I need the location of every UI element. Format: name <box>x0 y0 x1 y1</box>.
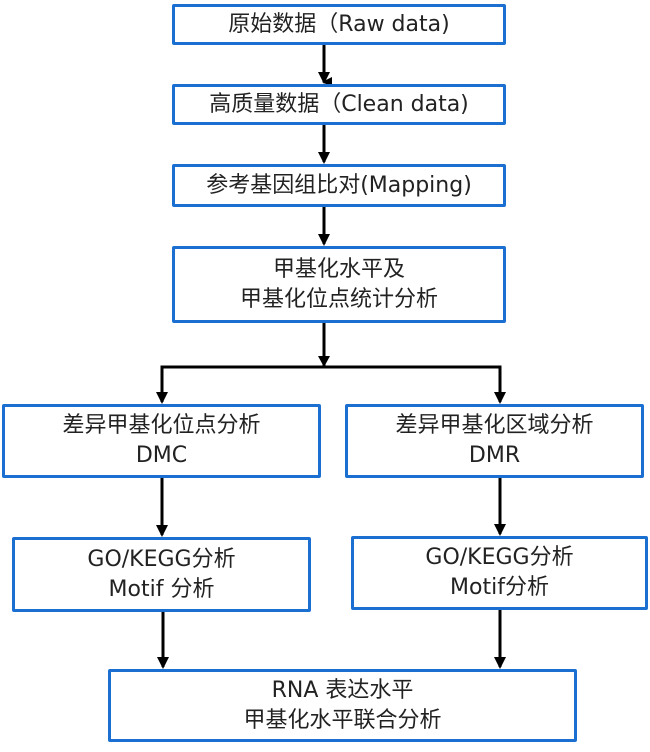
node-raw-data: 原始数据（Raw data) <box>172 4 506 45</box>
node-methylation-stats: 甲基化水平及 甲基化位点统计分析 <box>172 246 506 323</box>
arrowhead <box>494 524 506 536</box>
node-label: 参考基因组比对(Mapping) <box>206 172 472 198</box>
node-label-line2: Motif分析 <box>450 575 549 600</box>
arrowhead <box>318 356 330 367</box>
node-label-line1: 差异甲基化位点分析 <box>62 413 261 438</box>
node-label: 高质量数据（Clean data) <box>209 91 469 117</box>
arrowhead <box>318 234 330 246</box>
node-label-line1: GO/KEGG分析 <box>425 545 574 570</box>
node-go-kegg-left: GO/KEGG分析 Motif 分析 <box>12 537 311 612</box>
node-label-line2: Motif 分析 <box>108 576 215 602</box>
arrowhead <box>156 392 168 404</box>
node-label-line1: RNA 表达水平 <box>271 677 414 703</box>
node-clean-data: 高质量数据（Clean data) <box>172 84 506 125</box>
node-label: 原始数据（Raw data) <box>228 11 450 37</box>
node-joint-analysis: RNA 表达水平 甲基化水平联合分析 <box>108 669 577 742</box>
node-label-line1: GO/KEGG分析 <box>87 546 236 572</box>
branch-line <box>160 365 502 402</box>
node-label-line1: 甲基化水平及 <box>272 256 405 282</box>
arrowhead <box>157 657 169 669</box>
arrowhead <box>318 72 330 84</box>
node-dmr: 差异甲基化区域分析 DMR <box>345 404 644 478</box>
arrowhead <box>494 392 506 404</box>
node-label-line2: DMR <box>468 443 521 468</box>
node-label-line2: 甲基化水平联合分析 <box>243 707 442 733</box>
node-mapping: 参考基因组比对(Mapping) <box>172 164 506 207</box>
node-label-line2: 甲基化位点统计分析 <box>239 286 438 312</box>
arrowhead <box>318 152 330 164</box>
node-label-line1: 差异甲基化区域分析 <box>395 413 594 438</box>
node-dmc: 差异甲基化位点分析 DMC <box>2 404 321 478</box>
node-go-kegg-right: GO/KEGG分析 Motif分析 <box>351 536 648 610</box>
node-label-line2: DMC <box>135 443 188 468</box>
arrowhead <box>156 525 168 537</box>
arrowhead <box>494 657 506 669</box>
